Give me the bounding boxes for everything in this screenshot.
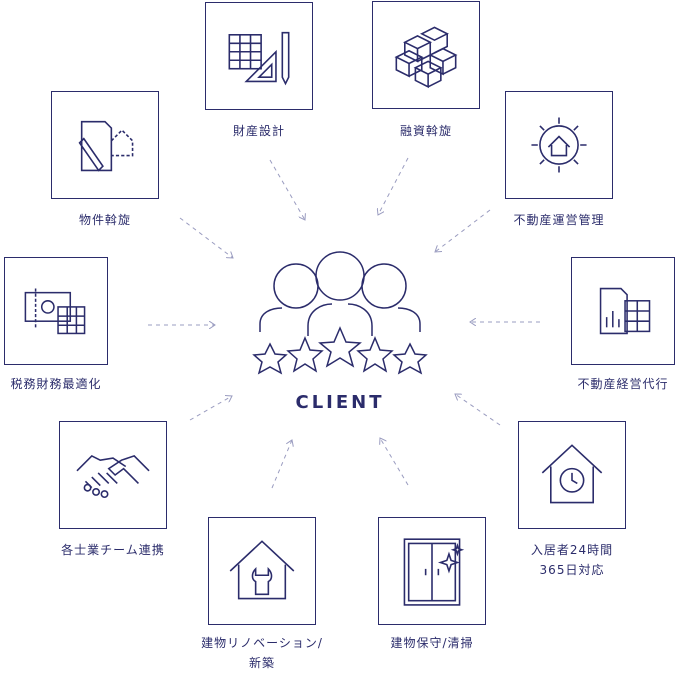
label-unei-kanri: 不動産運営管理 bbox=[513, 213, 605, 227]
node-keiei-daiko bbox=[571, 257, 675, 365]
node-nyukyosha-taiou bbox=[518, 421, 626, 529]
house-wrench-icon bbox=[229, 540, 295, 600]
arrow-bukken bbox=[179, 217, 233, 258]
node-unei-kanri bbox=[505, 91, 613, 199]
calculator-ruler-icon bbox=[228, 31, 290, 86]
node-bukken-assen bbox=[51, 91, 159, 199]
arrow-unei bbox=[435, 209, 491, 252]
node-yushi-assen bbox=[372, 1, 480, 109]
report-sheet-icon bbox=[599, 287, 651, 335]
label-yushi-assen: 融資斡旋 bbox=[399, 124, 453, 138]
arrow-nyukyo bbox=[455, 394, 501, 426]
house-clock-icon bbox=[541, 444, 603, 504]
document-house-icon bbox=[78, 120, 134, 172]
node-shigyo-team bbox=[59, 421, 167, 529]
cubes-icon bbox=[394, 26, 458, 89]
sparkling-door-icon bbox=[403, 538, 465, 606]
node-renovation bbox=[208, 517, 316, 625]
arrow-shigyo bbox=[189, 396, 232, 421]
label-zeimu-zaimu: 税務財務最適化 bbox=[10, 377, 102, 391]
label-nyukyosha-taiou: 入居者24時間 365日対応 bbox=[530, 543, 614, 577]
label-bukken-assen: 物件斡旋 bbox=[78, 213, 132, 227]
client-title: CLIENT bbox=[295, 392, 385, 413]
node-hoshu-seisou bbox=[378, 517, 486, 625]
arrow-zaisan bbox=[269, 159, 305, 220]
label-renovation: 建物リノベーション/ 新築 bbox=[201, 636, 323, 670]
label-keiei-daiko: 不動産経営代行 bbox=[577, 377, 669, 391]
node-zeimu-zaimu bbox=[4, 257, 108, 365]
money-calculator-icon bbox=[24, 288, 86, 335]
arrow-yushi bbox=[378, 157, 409, 215]
gear-house-icon bbox=[531, 117, 587, 173]
client-people-stars-icon bbox=[252, 251, 428, 375]
node-zaisan-sekkei bbox=[205, 2, 313, 110]
label-shigyo-team: 各士業チーム連携 bbox=[61, 543, 165, 557]
label-hoshu-seisou: 建物保守/清掃 bbox=[390, 636, 474, 650]
label-zaisan-sekkei: 財産設計 bbox=[232, 124, 286, 138]
arrow-hoshu bbox=[380, 438, 409, 486]
handshake-icon bbox=[76, 454, 150, 499]
arrow-renov bbox=[271, 440, 292, 489]
